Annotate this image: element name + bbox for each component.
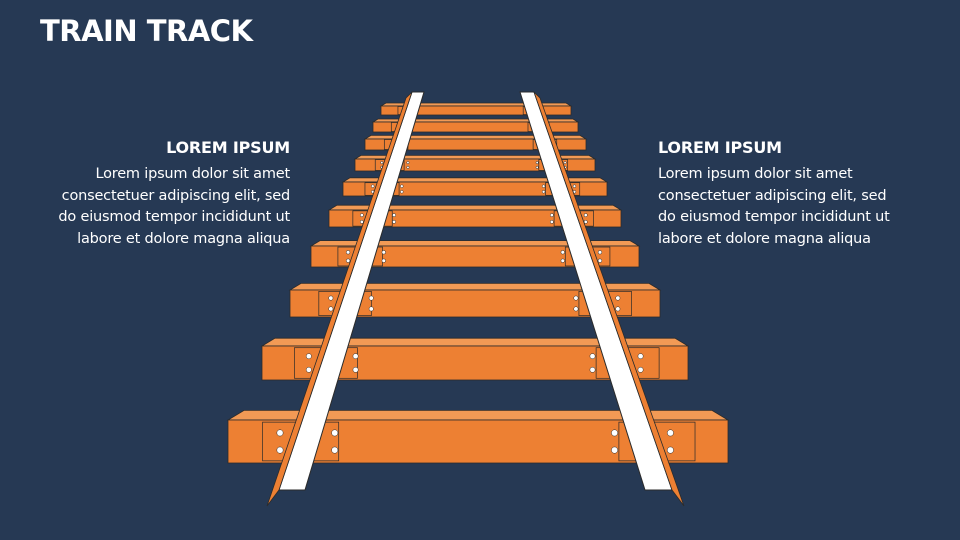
sleeper-5: [341, 177, 609, 197]
bolt: [637, 353, 644, 360]
bolt: [611, 429, 618, 437]
right-text-block: LOREM IPSUM Lorem ipsum dolor sit amet c…: [658, 138, 908, 251]
bolt: [305, 353, 312, 360]
bolt: [352, 366, 359, 373]
bolt: [331, 429, 339, 437]
bolt: [276, 446, 284, 454]
bolt: [666, 446, 674, 454]
bolt: [589, 366, 596, 373]
bolt: [549, 220, 554, 224]
bolt: [583, 220, 588, 224]
bolt: [381, 250, 386, 255]
bolt: [611, 446, 618, 454]
right-block-heading: LOREM IPSUM: [658, 138, 782, 157]
bolt: [328, 295, 334, 301]
sleeper-4: [353, 154, 597, 172]
bolt: [328, 306, 334, 312]
right-rail: [519, 91, 685, 507]
bolt: [392, 213, 396, 218]
bolt: [368, 295, 374, 301]
bolt: [560, 250, 565, 255]
left-block-body: Lorem ipsum dolor sit amet consectetuer …: [58, 166, 290, 248]
sleeper-7: [309, 240, 641, 268]
left-block-heading: LOREM IPSUM: [166, 138, 290, 157]
bolt: [535, 161, 539, 165]
rails-group: [266, 91, 685, 507]
bolt: [615, 306, 621, 312]
bolt: [392, 220, 396, 224]
right-block-body: Lorem ipsum dolor sit amet consectetuer …: [658, 166, 890, 248]
bolt: [331, 446, 339, 454]
bolt: [380, 161, 384, 165]
bolt: [406, 161, 410, 165]
bolt: [371, 184, 375, 188]
bolt: [345, 250, 351, 255]
bolt: [573, 306, 579, 312]
bolt: [400, 184, 404, 188]
bolt: [352, 353, 359, 360]
bolt: [541, 184, 546, 188]
bolt: [637, 366, 644, 373]
bolt: [345, 258, 351, 263]
bolt: [666, 429, 674, 437]
bolt: [549, 213, 554, 218]
slide-title: TRAIN TRACK: [40, 14, 253, 48]
bolt: [276, 429, 284, 437]
left-text-block: LOREM IPSUM Lorem ipsum dolor sit amet c…: [40, 138, 290, 251]
bolt: [305, 366, 312, 373]
bolt: [368, 306, 374, 312]
bolt: [563, 161, 567, 165]
bolt: [560, 258, 565, 263]
bolt: [597, 250, 603, 255]
bolt: [359, 213, 364, 218]
bolt: [400, 190, 404, 194]
sleeper-6: [327, 204, 623, 228]
bolt: [583, 213, 588, 218]
left-rail: [266, 91, 425, 507]
bolt: [406, 165, 410, 169]
bolt: [597, 258, 603, 263]
bolt: [615, 295, 621, 301]
bolt: [535, 165, 539, 169]
bolt: [573, 295, 579, 301]
bolt: [589, 353, 596, 360]
bolt: [541, 190, 546, 194]
bolt: [381, 258, 386, 263]
bolt: [572, 184, 577, 188]
sleeper-2: [371, 118, 580, 133]
